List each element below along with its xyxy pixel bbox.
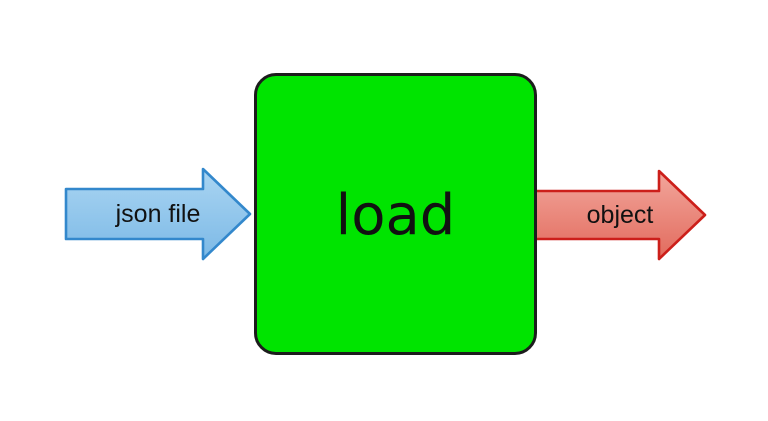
process-box-label: load: [335, 183, 456, 248]
right-arrow-icon: [528, 169, 707, 261]
process-box: load: [254, 73, 537, 355]
right-arrow-icon: [64, 167, 252, 261]
